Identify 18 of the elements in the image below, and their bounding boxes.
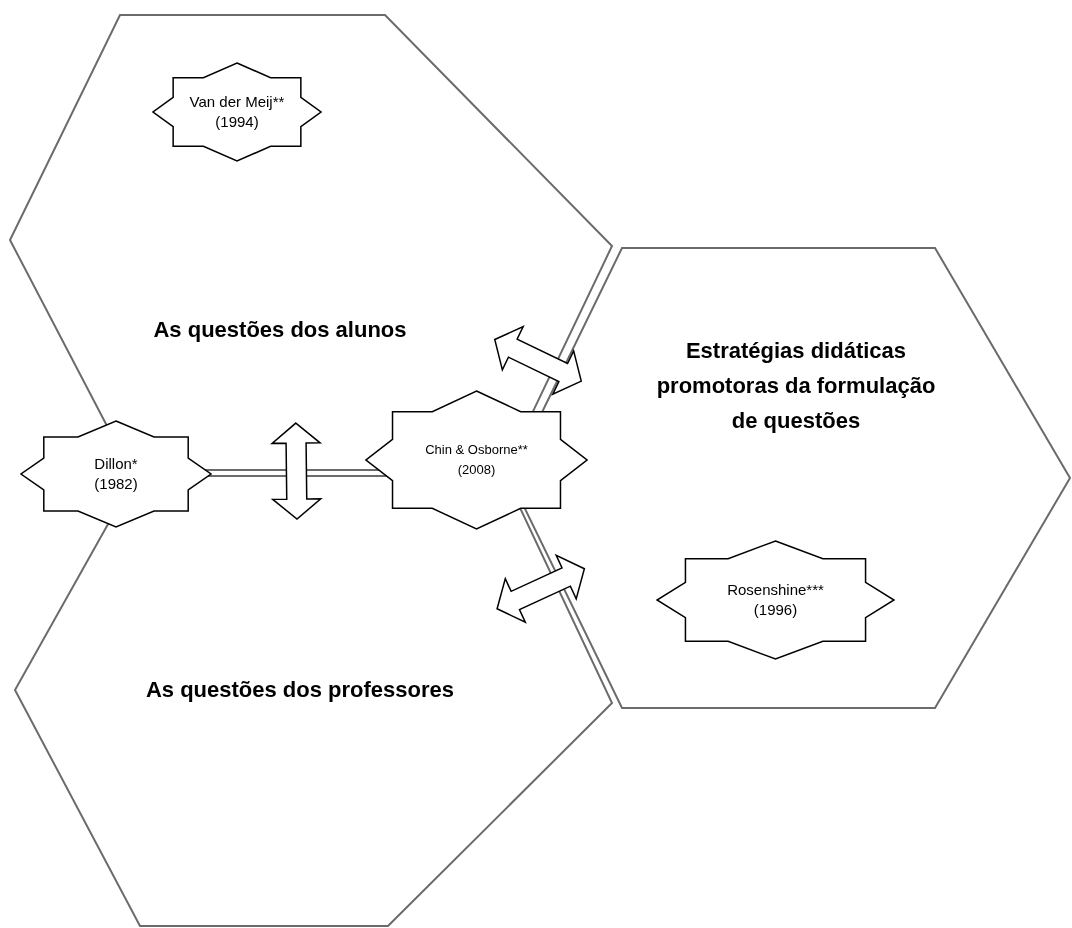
star-label: Dillon* xyxy=(94,454,138,474)
star-shape xyxy=(152,62,322,162)
hexagon-title: As questões dos alunos xyxy=(153,315,407,344)
star-shape xyxy=(656,540,895,660)
star-label: (1994) xyxy=(215,112,259,132)
star-shape xyxy=(20,420,212,528)
star-label: Chin & Osborne** xyxy=(425,441,528,459)
double-arrow xyxy=(496,553,586,624)
hexagon-title: Estratégias didáticas promotoras da formulação de questões xyxy=(655,336,937,435)
star-label: Rosenshine*** xyxy=(727,580,824,600)
star-label: Van der Meij** xyxy=(189,92,285,112)
star-label: (2008) xyxy=(457,461,496,479)
double-arrow xyxy=(493,325,583,396)
star-shape xyxy=(365,390,588,530)
star-label: (1982) xyxy=(94,474,138,494)
double-arrow xyxy=(270,422,323,521)
star-label: (1996) xyxy=(753,600,798,620)
hexagon-title: As questões dos professores xyxy=(145,675,455,704)
